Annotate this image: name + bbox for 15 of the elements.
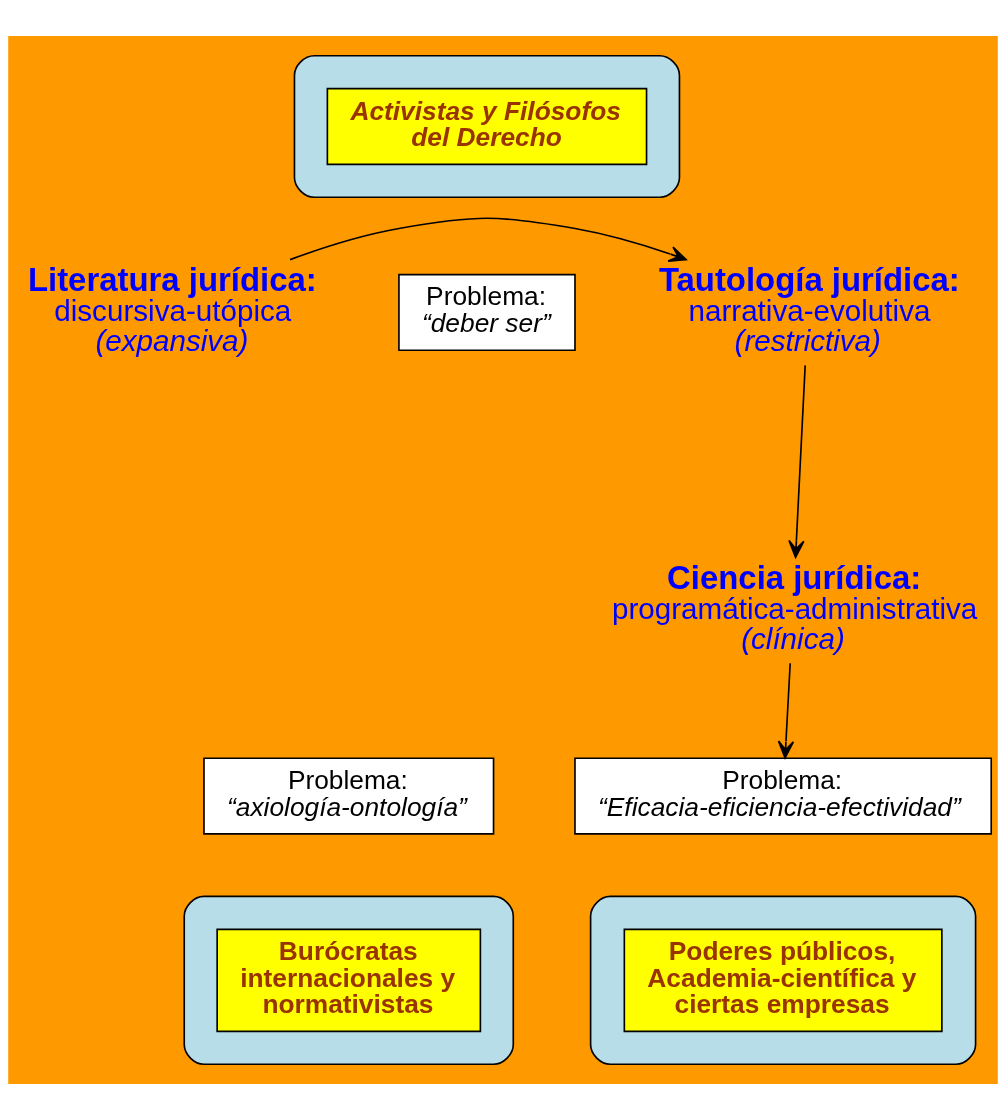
node-box: Problema: “deber ser” bbox=[398, 273, 576, 351]
arrow bbox=[788, 364, 806, 558]
node-box: Burócratas internacionales y normativistas bbox=[216, 928, 482, 1032]
arrow bbox=[777, 661, 795, 759]
cluster bbox=[293, 54, 681, 198]
arrow bbox=[289, 216, 687, 262]
node-box: Problema: “Eficacia-eficiencia-efectividad” bbox=[574, 756, 993, 835]
node-text: Ciencia jurídica: programática-administrativa (clínica) bbox=[612, 558, 978, 655]
node-box: Poderes públicos, Academia-científica y ciertas empresas bbox=[623, 928, 943, 1032]
cluster bbox=[183, 895, 515, 1065]
cluster bbox=[589, 895, 977, 1065]
node-text: Tautología jurídica: narrativa-evolutiva (restrictiva) bbox=[658, 260, 960, 357]
node-text: Literatura jurídica: discursiva-utópica (expansiva) bbox=[27, 260, 317, 357]
node-box: Activistas y Filósofos del Derecho bbox=[326, 87, 648, 165]
node-box: Problema: “axiología-ontología” bbox=[203, 756, 495, 835]
